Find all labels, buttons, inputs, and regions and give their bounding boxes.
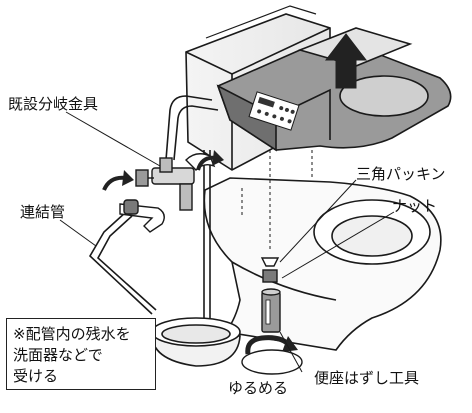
leader-lines bbox=[59, 111, 395, 373]
label-existing-branch-fitting: 既設分岐金具 bbox=[8, 95, 99, 113]
washlet-seat-unit bbox=[216, 27, 452, 152]
note-line-3: 受ける bbox=[13, 367, 59, 385]
note-line-2: 洗面器などで bbox=[13, 346, 103, 364]
connecting-pipe bbox=[88, 211, 157, 315]
label-nut: ナット bbox=[392, 197, 438, 215]
label-seat-removal-tool: 便座はずし工具 bbox=[314, 369, 420, 387]
lift-up-arrow-icon bbox=[324, 33, 368, 89]
nut-and-packing bbox=[260, 257, 280, 283]
seat-removal-tool-icon bbox=[261, 288, 281, 333]
label-loosen: ゆるめる bbox=[228, 379, 289, 397]
water-supply-pipes bbox=[165, 95, 219, 342]
floor-flange bbox=[241, 349, 303, 375]
note-line-1: ※配管内の残水を bbox=[13, 325, 131, 343]
connecting-pipe-fitting bbox=[119, 199, 165, 233]
alignment-guides bbox=[241, 150, 313, 252]
wash-basin bbox=[151, 317, 241, 367]
label-triangle-packing: 三角パッキン bbox=[356, 165, 446, 183]
residual-water-note: ※配管内の残水を 洗面器などで 受ける bbox=[6, 318, 156, 390]
loosen-rotate-arrow-icon bbox=[245, 335, 298, 355]
label-connecting-pipe: 連結管 bbox=[20, 203, 66, 221]
fitting-rotate-arrow-icon bbox=[102, 150, 224, 191]
